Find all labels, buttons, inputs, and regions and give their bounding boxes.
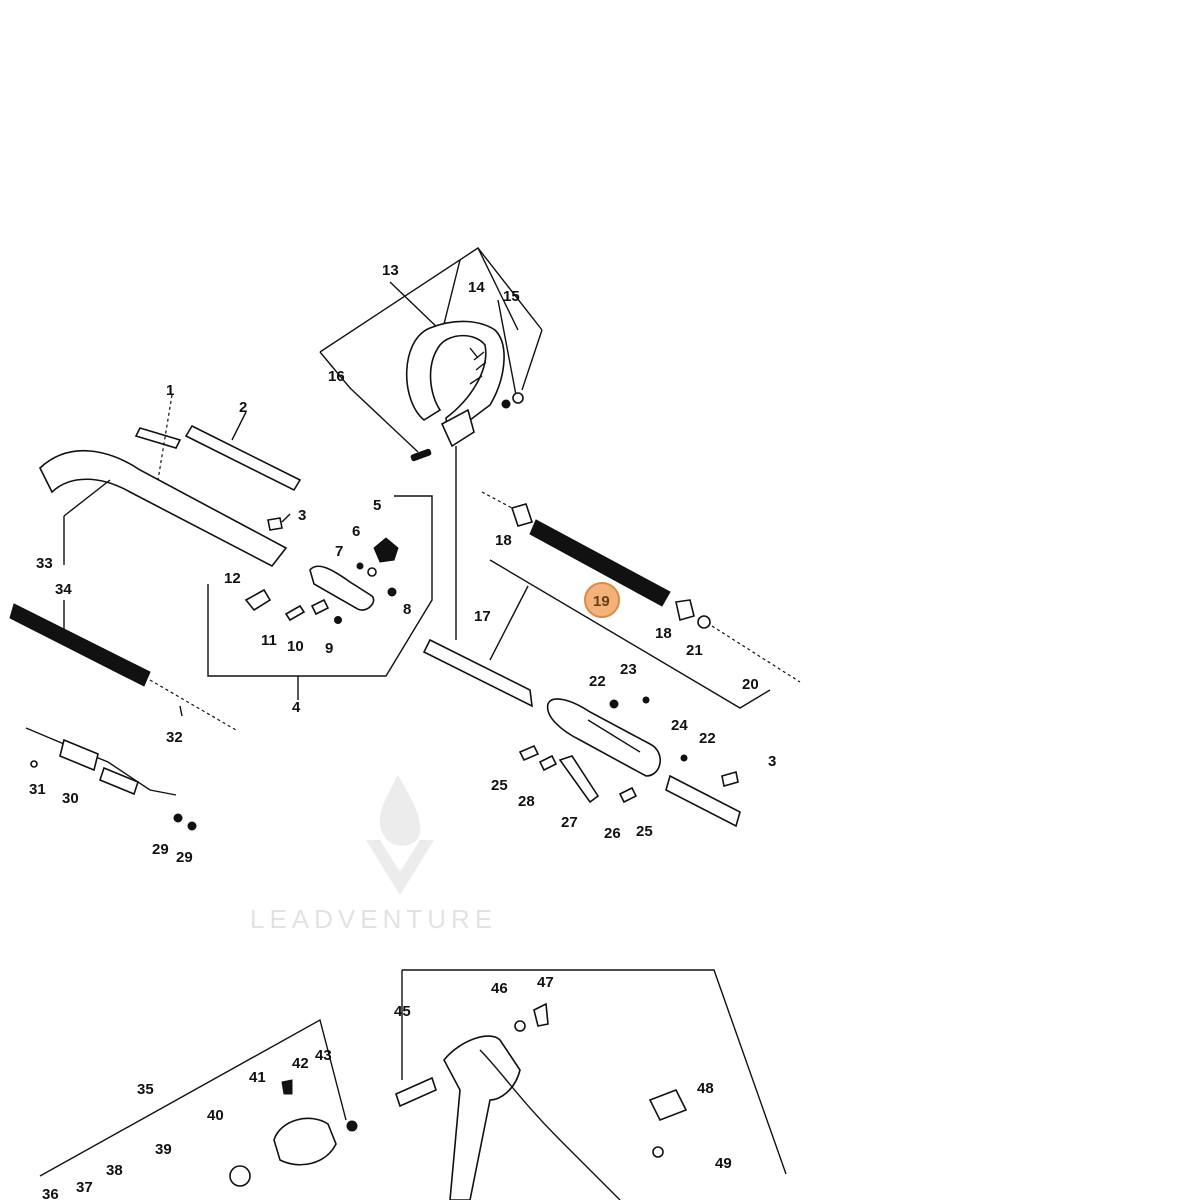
callout-29-left[interactable]: 29 (152, 841, 169, 858)
callout-48[interactable]: 48 (697, 1080, 714, 1097)
watermark-text: LEADVENTURE (250, 904, 497, 934)
bottom-assembly (39, 969, 787, 1200)
callout-45[interactable]: 45 (394, 1003, 411, 1020)
callout-3[interactable]: 3 (298, 507, 306, 524)
callout-7[interactable]: 7 (335, 543, 343, 560)
callout-20[interactable]: 20 (742, 676, 759, 693)
callout-36[interactable]: 36 (42, 1186, 59, 1200)
callout-30[interactable]: 30 (62, 790, 79, 807)
throttle-assembly (518, 696, 741, 828)
callout-25-right[interactable]: 25 (636, 823, 653, 840)
callout-40[interactable]: 40 (207, 1107, 224, 1124)
drive-shaft-assembly (422, 491, 801, 709)
grip-assembly (9, 394, 433, 831)
callout-24[interactable]: 24 (671, 717, 688, 734)
callout-2[interactable]: 2 (239, 399, 247, 416)
callout-21[interactable]: 21 (686, 642, 703, 659)
callout-39[interactable]: 39 (155, 1141, 172, 1158)
highlight-marker[interactable] (584, 582, 620, 618)
callout-35[interactable]: 35 (137, 1081, 154, 1098)
callout-4[interactable]: 4 (292, 699, 301, 716)
callout-29-right[interactable]: 29 (176, 849, 193, 866)
loop-handle-group (319, 247, 543, 640)
callout-28[interactable]: 28 (518, 793, 535, 810)
callout-19[interactable]: 19 (593, 593, 610, 610)
callout-32[interactable]: 32 (166, 729, 183, 746)
callout-47[interactable]: 47 (537, 974, 554, 991)
callout-15[interactable]: 15 (503, 288, 520, 305)
callout-3-lower[interactable]: 3 (768, 753, 776, 770)
callout-37[interactable]: 37 (76, 1179, 93, 1196)
callout-23[interactable]: 23 (620, 661, 637, 678)
callout-22-upper[interactable]: 22 (589, 673, 606, 690)
callout-13[interactable]: 13 (382, 262, 399, 279)
callout-labels: 1 2 3 4 5 6 7 8 9 10 11 12 13 14 15 16 1… (29, 262, 776, 1200)
callout-16[interactable]: 16 (328, 368, 345, 385)
callout-14[interactable]: 14 (468, 279, 485, 296)
callout-5[interactable]: 5 (373, 497, 381, 514)
callout-46[interactable]: 46 (491, 980, 508, 997)
callout-31[interactable]: 31 (29, 781, 46, 798)
callout-34[interactable]: 34 (55, 581, 72, 598)
callout-41[interactable]: 41 (249, 1069, 266, 1086)
callout-6[interactable]: 6 (352, 523, 360, 540)
callout-8[interactable]: 8 (403, 601, 411, 618)
callout-33[interactable]: 33 (36, 555, 53, 572)
callout-22-lower[interactable]: 22 (699, 730, 716, 747)
callout-1[interactable]: 1 (166, 382, 174, 399)
callout-18-lower[interactable]: 18 (655, 625, 672, 642)
callout-38[interactable]: 38 (106, 1162, 123, 1179)
callout-25-left[interactable]: 25 (491, 777, 508, 794)
callout-11[interactable]: 11 (261, 632, 277, 649)
callout-43[interactable]: 43 (315, 1047, 332, 1064)
callout-18-upper[interactable]: 18 (495, 532, 512, 549)
callout-10[interactable]: 10 (287, 638, 304, 655)
callout-17[interactable]: 17 (474, 608, 491, 625)
callout-9[interactable]: 9 (325, 640, 333, 657)
watermark-logo-icon (366, 775, 434, 895)
callout-27[interactable]: 27 (561, 814, 578, 831)
callout-26[interactable]: 26 (604, 825, 621, 842)
callout-12[interactable]: 12 (224, 570, 241, 587)
callout-42[interactable]: 42 (292, 1055, 309, 1072)
callout-49[interactable]: 49 (715, 1155, 732, 1172)
